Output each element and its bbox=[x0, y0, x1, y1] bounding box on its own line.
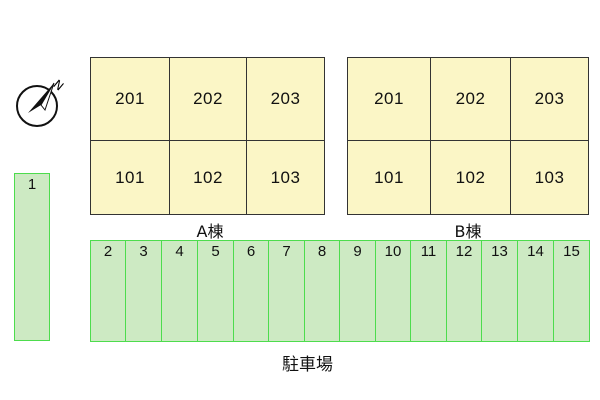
parking-space: 5 bbox=[197, 240, 234, 342]
unit-a-103: 103 bbox=[246, 140, 325, 215]
unit-b-103: 103 bbox=[510, 140, 589, 215]
north-compass-icon: N bbox=[14, 73, 70, 129]
north-label: N bbox=[50, 77, 66, 93]
unit-b-203: 203 bbox=[510, 57, 589, 141]
unit-a-203: 203 bbox=[246, 57, 325, 141]
unit-a-102: 102 bbox=[169, 140, 247, 215]
parking-space: 9 bbox=[339, 240, 376, 342]
parking-space: 15 bbox=[553, 240, 590, 342]
building-a-label: A棟 bbox=[196, 222, 224, 241]
parking-space: 2 bbox=[90, 240, 126, 342]
unit-b-202: 202 bbox=[430, 57, 511, 141]
unit-a-202: 202 bbox=[169, 57, 247, 141]
unit-a-201: 201 bbox=[90, 57, 170, 141]
parking-space: 14 bbox=[517, 240, 554, 342]
parking-space: 13 bbox=[481, 240, 518, 342]
unit-a-101: 101 bbox=[90, 140, 170, 215]
parking-space: 11 bbox=[410, 240, 447, 342]
parking-space-1: 1 bbox=[14, 173, 50, 341]
unit-b-201: 201 bbox=[347, 57, 431, 141]
parking-space: 4 bbox=[161, 240, 198, 342]
unit-b-101: 101 bbox=[347, 140, 431, 215]
parking-space: 10 bbox=[375, 240, 411, 342]
parking-space: 6 bbox=[233, 240, 269, 342]
unit-b-102: 102 bbox=[430, 140, 511, 215]
parking-lot-label: 駐車場 bbox=[282, 355, 333, 375]
parking-space: 7 bbox=[268, 240, 305, 342]
parking-space: 12 bbox=[446, 240, 482, 342]
building-b-label: B棟 bbox=[454, 222, 482, 241]
parking-space: 3 bbox=[125, 240, 162, 342]
parking-space: 8 bbox=[304, 240, 340, 342]
